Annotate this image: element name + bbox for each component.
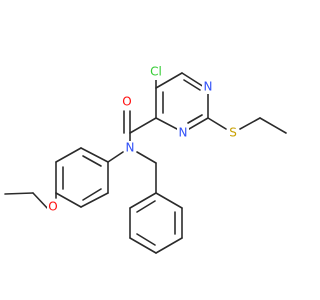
bond-oxygen-ch2 [32,192,50,211]
bond-c2-n3-double [187,114,203,124]
amide-nitrogen-label: N [126,141,135,155]
bond-c4-carbonyl [129,117,157,134]
bond-aryl-double-3 [82,188,102,201]
bond-aryl-5 [80,192,109,208]
bond-layer [4,72,287,254]
chlorine-atom: Cl [145,64,167,80]
bond-c6-n1 [181,72,205,88]
ether-oxygen-label: O [48,200,57,214]
bond-s-ch2 [239,117,261,130]
amide-nitrogen-atom: N [124,141,136,155]
bond-benzyl-double-2 [136,233,156,246]
sulfur-label: S [229,126,237,140]
molecule-structure-diagram: Cl N N S O N O [4,64,287,254]
bond-benzyl-1 [129,192,157,209]
bond-c5-c6 [155,72,183,89]
pyrimidine-n3-atom: N [177,126,189,140]
bond-aryl-double-1 [82,155,102,167]
bond-c2-s [207,117,227,130]
bond-aryl-1 [80,147,109,163]
bond-n-aryl [107,151,124,163]
pyrimidine-n1-atom: N [202,80,214,94]
bond-c6-n1-double [183,79,201,91]
ether-oxygen-atom: O [47,200,59,214]
pyrimidine-n1-label: N [204,80,213,94]
bond-aryl-4 [55,192,82,208]
carbonyl-oxygen-atom: O [121,95,133,109]
bond-benzyl-4 [155,237,183,254]
bond-c2-n3 [188,117,209,130]
bond-benzyl-double-1 [136,200,156,213]
pyrimidine-n3-label: N [179,126,188,140]
bond-ethoxy-ch2-ch3 [4,192,34,195]
bond-benzyl-3 [129,237,157,254]
carbonyl-oxygen-label: O [122,95,131,109]
bond-benzyl-6 [155,192,183,209]
bond-n-benzyl-ch2 [136,151,157,164]
atom-label-layer: Cl N N S O N O [47,64,239,214]
bond-n3-c4 [155,117,178,130]
chlorine-label: Cl [150,65,162,79]
bond-aryl-2 [55,147,82,163]
sulfur-atom: S [227,126,239,140]
bond-ch2-ch3 [259,117,287,134]
